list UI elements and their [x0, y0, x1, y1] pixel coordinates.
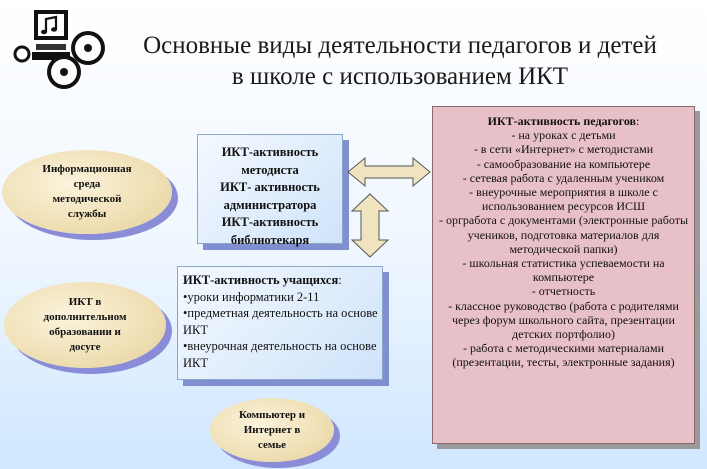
list-item: - самообразование на компьютере [476, 156, 651, 171]
teachers-activity-box: ИКТ-активность педагогов: - на уроках с … [432, 106, 695, 444]
title-line-2: в школе с использованием ИКТ [231, 63, 569, 90]
list-item: - классное руководство (работа с родител… [448, 298, 679, 342]
students-heading-colon: : [338, 273, 342, 287]
list-item: - работа с методическими материалами (пр… [452, 341, 675, 370]
staff-line: администратора [223, 197, 317, 212]
staff-line: ИКТ- активность [220, 180, 320, 194]
oval-text: образовании и [49, 326, 121, 338]
vertical-double-arrow [350, 193, 390, 258]
oval-computer-family: Компьютер и Интернет в семье [210, 398, 334, 462]
staff-line: ИКТ-активность [221, 145, 319, 159]
oval-text: службы [67, 208, 107, 220]
oval-text: Компьютер и [238, 408, 306, 421]
oval-text: дополнительном [43, 311, 127, 323]
list-item: - оргработа с документами (электронные р… [438, 213, 689, 256]
teachers-heading: ИКТ-активность педагогов [487, 114, 636, 128]
horizontal-double-arrow [347, 156, 431, 188]
students-heading: ИКТ-активность учащихся [183, 273, 339, 287]
list-item: •уроки информатики 2-11 [183, 289, 320, 304]
oval-text: Информационная [42, 163, 132, 175]
oval-text: среда [73, 178, 101, 190]
staff-activity-box: ИКТ-активность методиста ИКТ- активность… [197, 134, 343, 247]
oval-text: ИКТ в [68, 296, 102, 308]
oval-text: методической [52, 193, 122, 205]
list-item: - сетевая работа с удаленным учеником [462, 170, 665, 185]
title-line-1: Основные виды деятельности педагогов и д… [143, 32, 657, 59]
computer-music-discs-icon [8, 6, 108, 92]
list-item: - в сети «Интернет» с методистами [473, 142, 654, 157]
oval-info-environment: Информационная среда методической службы [2, 150, 172, 234]
oval-ict-additional-education: ИКТ в дополнительном образовании и досуг… [4, 282, 166, 368]
staff-line: методиста [241, 162, 299, 177]
oval-text: досуге [69, 341, 101, 353]
teachers-heading-colon: : [636, 114, 640, 128]
page-title: Основные виды деятельности педагогов и д… [95, 30, 705, 92]
list-item: - на уроках с детьми [511, 128, 616, 143]
list-item: - внеурочные мероприятия в школе с испол… [469, 185, 658, 214]
oval-text: семье [257, 438, 287, 451]
students-activity-box: ИКТ-активность учащихся: •уроки информат… [177, 266, 383, 380]
list-item: - отчетность [531, 284, 596, 299]
list-item: •предметная деятельность на основе ИКТ [183, 306, 378, 337]
list-item: •внеурочная деятельность на основе ИКТ [183, 339, 377, 370]
list-item: - школьная статистика успеваемости на ко… [462, 256, 665, 285]
staff-line: библиотекаря [230, 232, 310, 247]
staff-line: ИКТ-активность [221, 215, 319, 229]
oval-text: Интернет в [243, 423, 301, 436]
